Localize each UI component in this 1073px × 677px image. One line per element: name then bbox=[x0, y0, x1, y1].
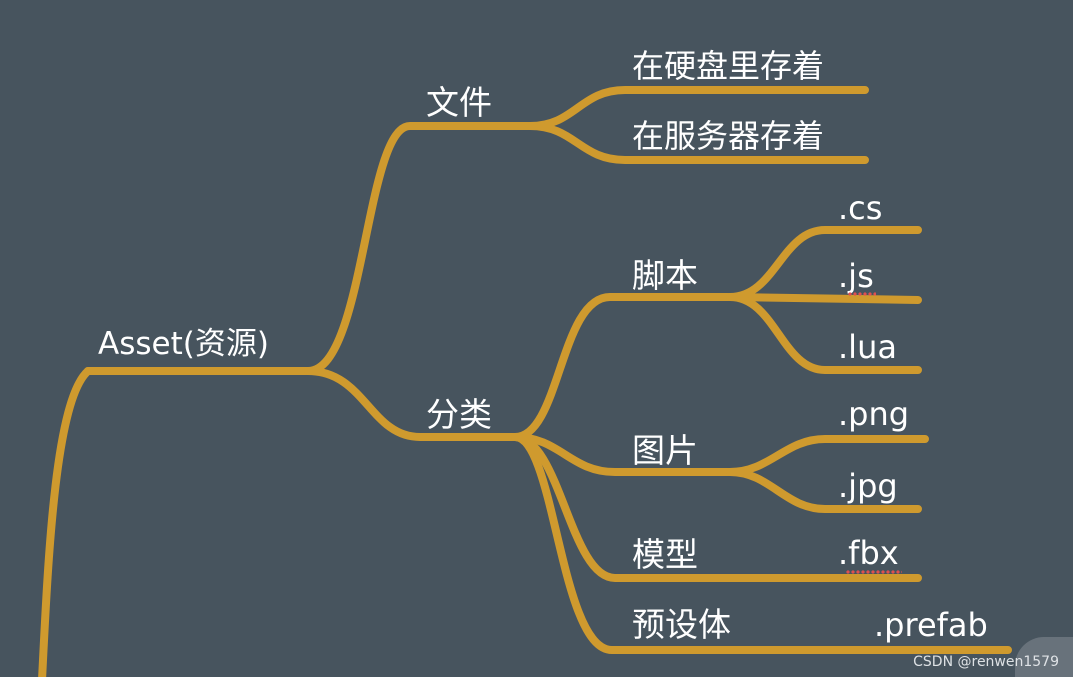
lua-leaf-label: .lua bbox=[838, 328, 897, 366]
model-node-label: 模型 bbox=[632, 535, 698, 574]
js-spellcheck-underline bbox=[848, 292, 876, 297]
category-to-script-branch bbox=[511, 293, 734, 441]
js-leaf-label: .js bbox=[838, 257, 874, 295]
script-to-cs-branch bbox=[726, 226, 922, 301]
png-leaf-label: .png bbox=[838, 395, 910, 433]
fbx-leaf-label: .fbx bbox=[838, 534, 899, 572]
watermark-badge bbox=[1015, 637, 1073, 677]
fbx-spellcheck-underline bbox=[846, 570, 902, 575]
root-to-file-branch bbox=[304, 122, 534, 375]
file-child-2-label: 在服务器存着 bbox=[632, 117, 825, 155]
image-to-jpg-branch bbox=[726, 468, 922, 513]
root-trunk-branch bbox=[38, 367, 92, 677]
root-node-label: Asset(资源) bbox=[98, 326, 269, 362]
watermark-text: CSDN @renwen1579 bbox=[913, 654, 1059, 670]
category-node-label: 分类 bbox=[426, 395, 492, 434]
file-node-label: 文件 bbox=[426, 83, 492, 122]
file-child-1-label: 在硬盘里存着 bbox=[632, 47, 825, 85]
cs-leaf-label: .cs bbox=[838, 189, 883, 227]
script-node-label: 脚本 bbox=[632, 256, 698, 295]
category-to-prefab-branch bbox=[511, 433, 1012, 654]
image-node-label: 图片 bbox=[632, 431, 698, 470]
prefab-node-label: 预设体 bbox=[632, 605, 731, 644]
script-to-lua-branch bbox=[726, 293, 922, 374]
jpg-leaf-label: .jpg bbox=[838, 467, 898, 505]
script-to-js-branch bbox=[726, 293, 922, 304]
prefab-leaf-label: .prefab bbox=[874, 606, 988, 644]
root-to-category-branch bbox=[304, 367, 519, 441]
file-to-child-2-branch bbox=[526, 122, 869, 164]
